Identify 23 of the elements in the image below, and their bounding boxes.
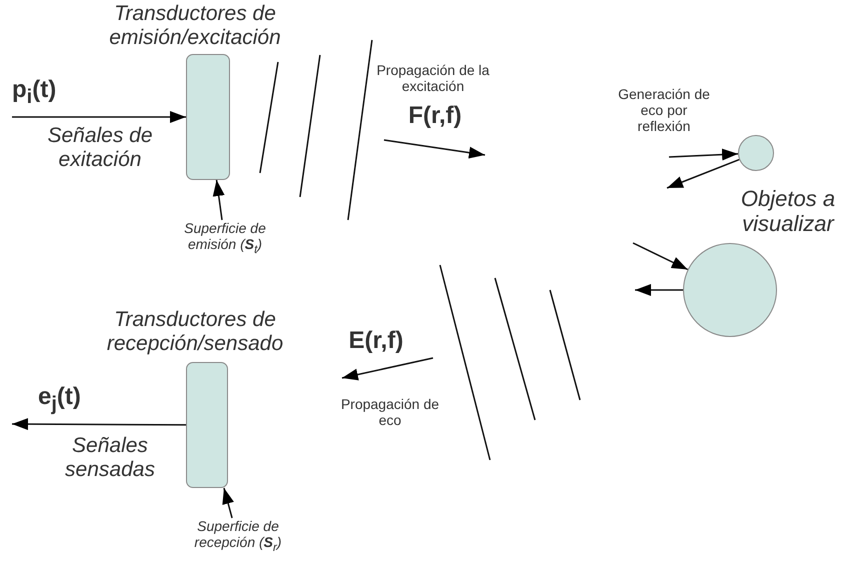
leader-arrow [222,488,234,518]
surface-caption: Superficie de recepción (S$_{r}$) [172,518,304,554]
arrow [12,111,186,123]
surface-caption: Superficie de emisión (S$_{t}$) [160,220,290,256]
signal-label: e$_{j}$(t) [38,383,81,416]
signal-description: Señales sensadas [64,434,156,482]
arrow [666,158,740,189]
field-formula: E(r,f) [348,327,404,355]
propagation-note: Propagación de la excitación [376,62,490,94]
signal-description: Señales de exitación [46,124,154,172]
leader-arrow [212,180,225,220]
field-formula: F(r,f) [407,102,463,130]
propagation-note: Propagación de eco [340,396,440,428]
objects-label: Objetos a visualizar [740,186,836,237]
signal-label: p$_{i}$(t) [12,76,56,109]
arrow [632,242,688,270]
transducer-heading: Transductores de emisión/excitación [108,2,282,50]
arrow [12,418,186,430]
arrow [668,148,738,161]
arrow [635,284,683,296]
object-circle [738,135,774,171]
transducer-heading: Transductores de recepción/sensado [106,308,284,356]
reflection-note: Generación de eco por reflexión [617,86,711,134]
